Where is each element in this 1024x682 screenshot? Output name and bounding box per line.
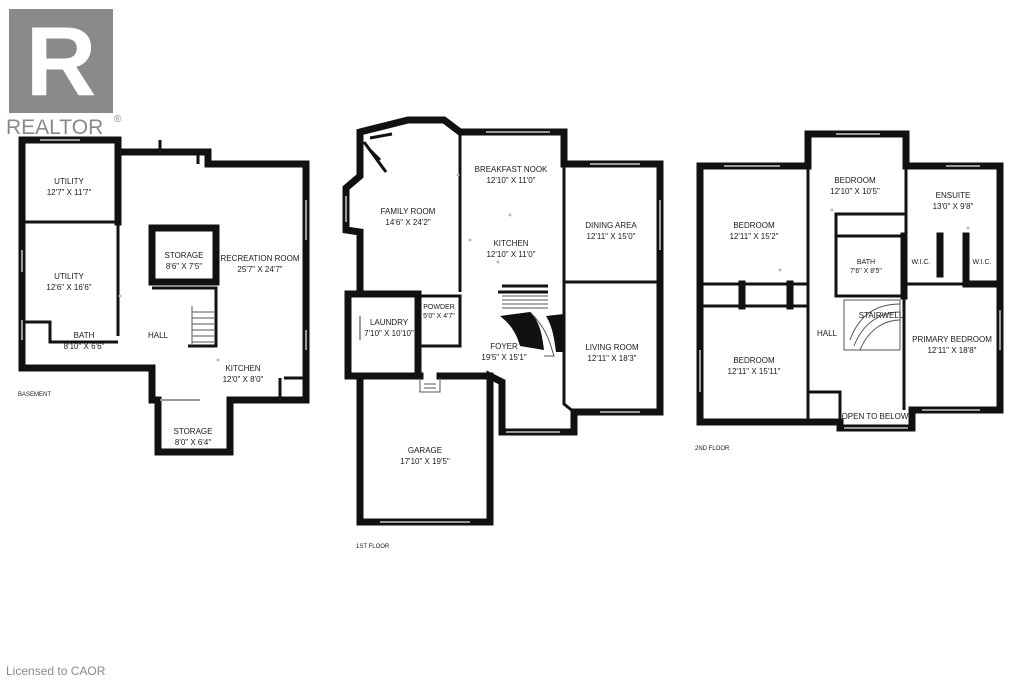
basement-floor-label: BASEMENT (18, 392, 51, 398)
basement-kitchen-size: 12'0" X 8'0" (223, 375, 264, 384)
realtor-wordmark: REALTOR (6, 116, 104, 139)
open-to-below-label: OPEN TO BELOW (842, 412, 909, 421)
living-room-name: LIVING ROOM (585, 343, 639, 352)
basement-bath-name: BATH (74, 331, 95, 340)
breakfast-nook-name: BREAKFAST NOOK (475, 165, 548, 174)
basement-utility2-size: 12'6" X 16'6" (46, 283, 91, 292)
bedroom-1-size: 12'11" X 15'2" (729, 232, 778, 241)
first-floor-labels: FAMILY ROOM 14'6" X 24'2" BREAKFAST NOOK… (356, 165, 639, 550)
bedroom-1-name: BEDROOM (733, 221, 775, 230)
basement-kitchen-name: KITCHEN (225, 364, 260, 373)
wic-2-label: W.I.C. (972, 259, 991, 266)
hall-label: HALL (817, 329, 838, 338)
foyer-size: 19'5" X 15'1" (481, 353, 526, 362)
kitchen-name: KITCHEN (493, 239, 528, 248)
family-room-name: FAMILY ROOM (381, 207, 436, 216)
bedroom-2-name: BEDROOM (834, 176, 876, 185)
basement-storage2-size: 8'0" X 6'4" (175, 438, 211, 447)
first-floor-plan (342, 116, 664, 526)
second-floor-plan (696, 130, 1004, 432)
breakfast-nook-size: 12'10" X 11'0" (486, 176, 535, 185)
laundry-size: 7'10" X 10'10" (364, 329, 414, 338)
family-room-size: 14'6" X 24'2" (385, 218, 430, 227)
living-room-size: 12'11" X 18'3" (587, 354, 636, 363)
realtor-logo: R REALTOR ® (6, 6, 122, 139)
bedroom-3-size: 12'11" X 15'11" (728, 367, 781, 376)
bath-size: 7'6" X 8'5" (850, 268, 882, 275)
laundry-name: LAUNDRY (370, 318, 409, 327)
second-floor-labels: BEDROOM 12'11" X 15'2" BEDROOM 12'10" X … (695, 176, 992, 452)
stairwell-label: STAIRWELL (859, 311, 904, 320)
basement-plan (18, 136, 310, 456)
realtor-logo-mark: R (9, 9, 113, 113)
license-text: Licensed to CAOR (6, 664, 106, 678)
ensuite-size: 13'0" X 9'8" (933, 202, 974, 211)
wic-1-label: W.I.C. (911, 259, 930, 266)
bedroom-2-size: 12'10" X 10'5" (830, 187, 880, 196)
dining-area-name: DINING AREA (585, 221, 637, 230)
basement-utility-name: UTILITY (54, 177, 84, 186)
garage-size: 17'10" X 19'5" (400, 457, 450, 466)
primary-bedroom-size: 12'11" X 18'8" (927, 346, 976, 355)
bedroom-3-name: BEDROOM (733, 356, 775, 365)
first-floor-label: 1ST FLOOR (356, 544, 390, 550)
kitchen-size: 12'10" X 11'0" (486, 250, 535, 259)
basement-utility2-name: UTILITY (54, 272, 84, 281)
basement-recreation-name: RECREATION ROOM (221, 254, 300, 263)
garage-name: GARAGE (408, 446, 442, 455)
basement-labels: UTILITY 12'7" X 11'7" UTILITY 12'6" X 16… (18, 177, 300, 447)
basement-storage-name: STORAGE (165, 251, 204, 260)
second-floor-label: 2ND FLOOR (695, 446, 730, 452)
basement-storage-size: 8'6" X 7'5" (166, 262, 202, 271)
ensuite-name: ENSUITE (936, 191, 971, 200)
registered-mark: ® (114, 114, 122, 125)
basement-storage2-name: STORAGE (174, 427, 213, 436)
foyer-name: FOYER (490, 342, 518, 351)
basement-recreation-size: 25'7" X 24'7" (237, 265, 282, 274)
basement-utility-size: 12'7" X 11'7" (47, 188, 92, 197)
basement-bath-size: 8'10" X 6'6" (64, 342, 105, 351)
primary-bedroom-name: PRIMARY BEDROOM (912, 335, 992, 344)
basement-hall-name: HALL (148, 331, 169, 340)
bath-name: BATH (857, 259, 875, 266)
powder-name: POWDER (423, 304, 455, 311)
dining-area-size: 12'11" X 15'0" (586, 232, 635, 241)
powder-size: 5'0" X 4'7" (423, 313, 455, 320)
realtor-logo-letter: R (25, 6, 97, 116)
